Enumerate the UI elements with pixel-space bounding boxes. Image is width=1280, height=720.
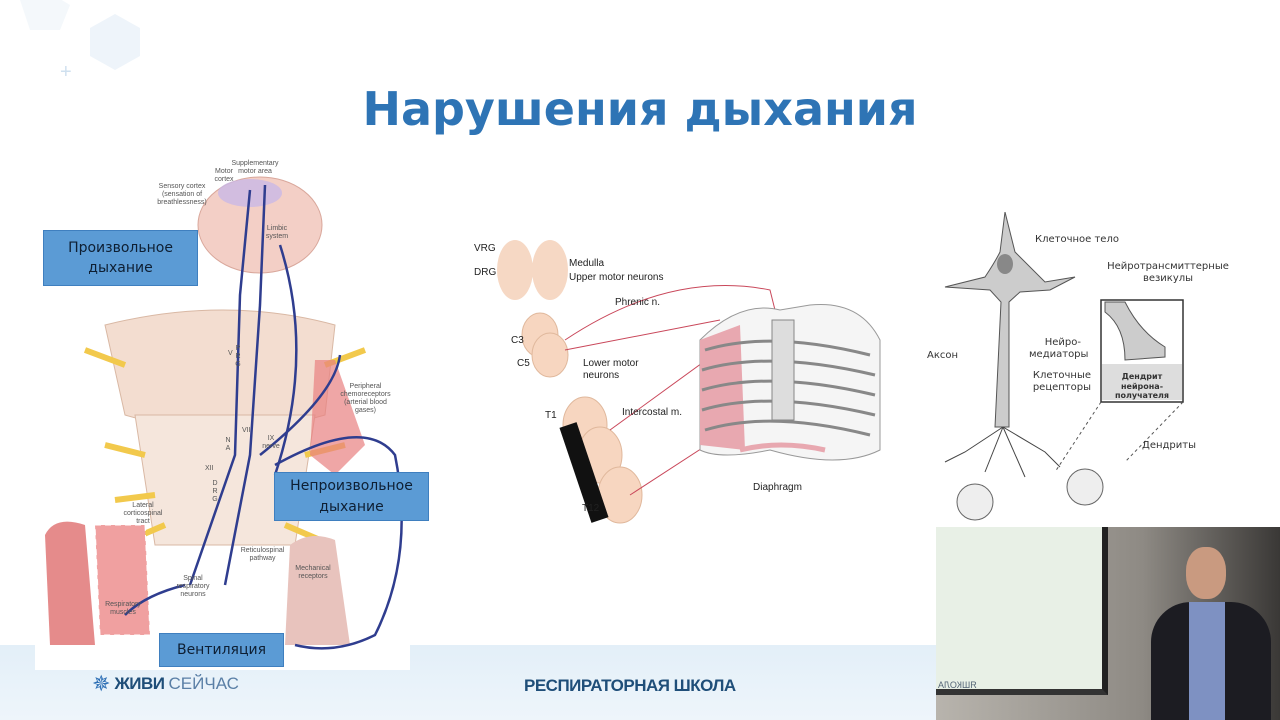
label-sensory-cortex: Sensory cortex (sensation of breathlessn… xyxy=(157,183,207,207)
label-c5: C5 xyxy=(517,358,530,369)
neuron-diagram: Клеточное тело Нейротрансмиттерные везик… xyxy=(925,212,1245,527)
voluntary-breathing-box: Произвольное дыхание xyxy=(43,230,198,286)
snowflake-icon: ✵ xyxy=(92,671,111,696)
label-mechanical-receptors: Mechanical receptors xyxy=(295,565,331,581)
label-drg-mid: DRG xyxy=(474,267,497,278)
label-xii: XII xyxy=(205,465,214,472)
speaker-figure xyxy=(1151,547,1271,720)
spine-ribcage-illustration xyxy=(497,240,881,524)
label-c3: C3 xyxy=(511,335,524,346)
label-spinal-neurons: Spinal respiratory neurons xyxy=(176,575,210,599)
label-t1: T1 xyxy=(545,410,557,421)
label-upper-motor-neurons: Upper motor neurons xyxy=(569,272,664,283)
label-ix-nerve: IX nerve xyxy=(262,435,280,451)
label-vii: VII xyxy=(242,427,251,434)
neuron-illustration xyxy=(944,212,1184,521)
svg-text:+: + xyxy=(60,61,72,83)
label-lower-motor-neurons: Lower motor neurons xyxy=(583,358,639,381)
label-intercostal: Intercostal m. xyxy=(622,407,683,418)
slide-title: Нарушения дыхания xyxy=(362,82,918,136)
label-respiratory-muscles: Respiratory muscles xyxy=(105,601,141,617)
label-neuromediators: Нейро-медиаторы xyxy=(1029,337,1089,360)
motor-pathway-diagram: VRG DRG Medulla Upper motor neurons Phre… xyxy=(470,230,900,530)
label-supplementary-motor: Supplementary motor area xyxy=(231,160,279,176)
speaker-video: ЯШКОЛА xyxy=(936,527,1280,720)
label-cell-body: Клеточное тело xyxy=(1035,234,1119,245)
ventilation-box: Вентиляция xyxy=(159,633,284,667)
zhivi-seichas-logo: ✵ ЖИВИ СЕЙЧАС xyxy=(92,673,239,695)
label-drg: DRG xyxy=(212,480,218,504)
deco-hexagons: + xyxy=(0,0,150,90)
involuntary-breathing-box: Непроизвольное дыхание xyxy=(274,472,429,521)
label-t12: T12 xyxy=(582,503,600,514)
label-dendrites: Дендриты xyxy=(1142,440,1196,451)
label-lateral-corticospinal: Lateral corticospinal tract xyxy=(123,502,163,526)
label-medulla: Medulla xyxy=(569,258,605,269)
label-receiver-dendrite: Дендрит нейрона-получателя xyxy=(1114,372,1170,401)
label-reticulospinal: Reticulospinal pathway xyxy=(240,547,285,563)
label-axon: Аксон xyxy=(927,350,959,361)
anatomy-illustration xyxy=(45,176,403,650)
label-vesicles: Нейротрансмиттерные везикулы xyxy=(1107,261,1229,284)
label-diaphragm: Diaphragm xyxy=(753,482,802,493)
label-peripheral-chemoreceptors: Peripheral chemoreceptors (arterial bloo… xyxy=(340,383,391,415)
label-vrg: VRG xyxy=(474,243,496,254)
school-name: РЕСПИРАТОРНАЯ ШКОЛА xyxy=(524,676,736,695)
screen-text: ЯШКОЛА xyxy=(938,680,977,690)
label-na: NA xyxy=(225,437,231,453)
label-limbic-system: Limbic system xyxy=(265,225,289,241)
logo-light-text: СЕЙЧАС xyxy=(168,674,239,693)
label-motor-cortex: Motor cortex xyxy=(214,168,234,184)
label-prg: PRG xyxy=(235,345,241,369)
logo-bold-text: ЖИВИ xyxy=(114,674,165,693)
label-phrenic: Phrenic n. xyxy=(615,297,661,308)
projector-screen: ЯШКОЛА xyxy=(936,527,1108,695)
label-v: V xyxy=(228,350,233,357)
label-cell-receptors: Клеточные рецепторы xyxy=(1032,370,1091,393)
